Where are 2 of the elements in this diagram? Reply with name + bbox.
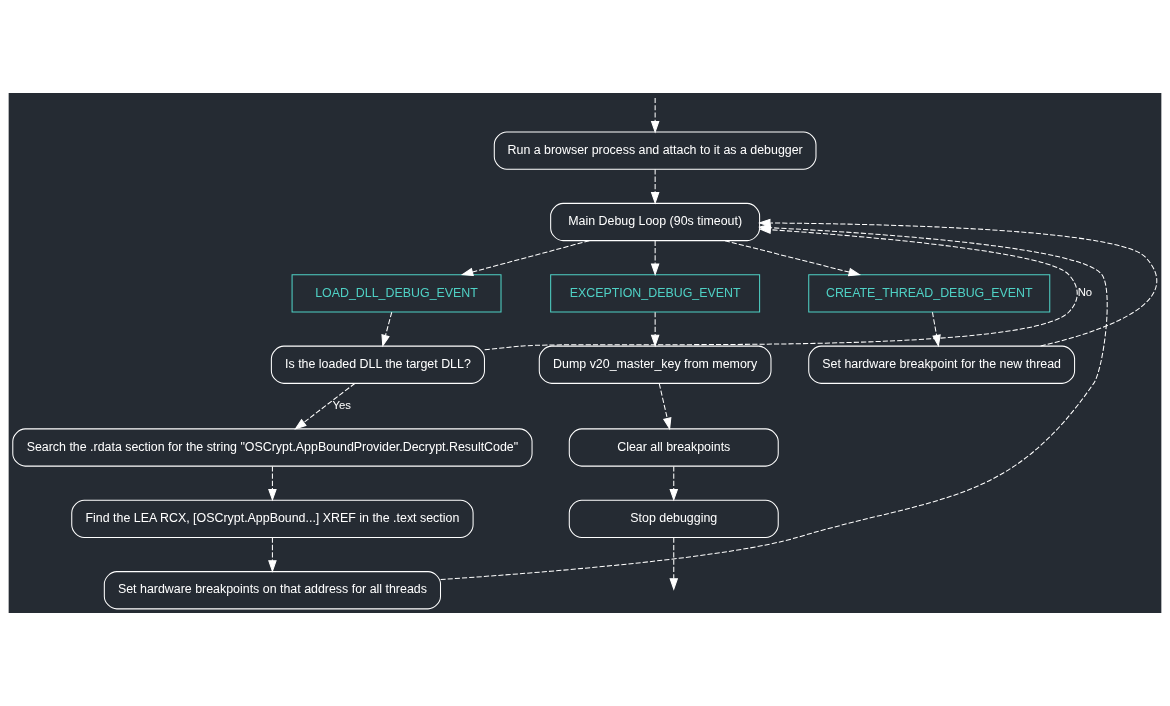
edge-label: No [1077,286,1093,299]
edge-label: Yes [332,399,351,412]
